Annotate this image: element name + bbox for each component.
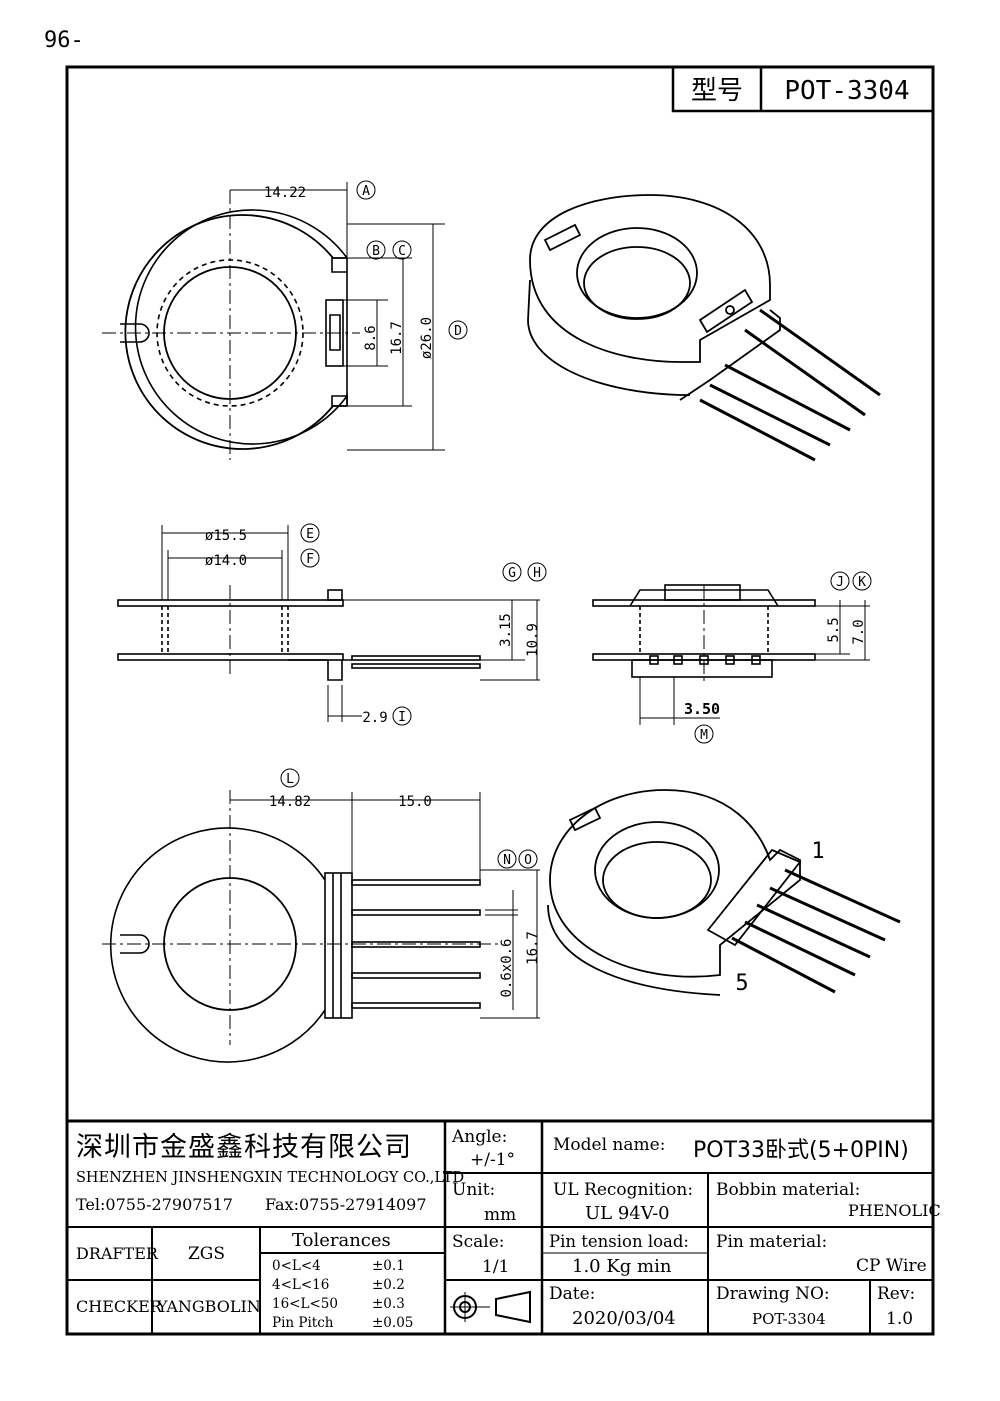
marker-E: E bbox=[300, 523, 320, 543]
svg-text:G: G bbox=[508, 566, 516, 581]
iso-view-top bbox=[527, 194, 881, 462]
pin-label-5: 5 bbox=[735, 971, 748, 996]
svg-text:A: A bbox=[362, 184, 370, 199]
dim-L2: 15.0 bbox=[398, 794, 432, 810]
title-block bbox=[67, 1119, 933, 1334]
drafter-label: DRAFTER bbox=[76, 1244, 158, 1263]
marker-O: O bbox=[518, 849, 538, 869]
dim-O: 16.7 bbox=[525, 931, 541, 965]
company-tel: Tel:0755-27907517 bbox=[76, 1195, 233, 1214]
drawing-no-value: POT-3304 bbox=[752, 1310, 826, 1328]
model-name-label: Model name: bbox=[553, 1135, 666, 1155]
bottom-view bbox=[102, 790, 540, 1063]
svg-text:N: N bbox=[503, 853, 511, 868]
svg-text:D: D bbox=[454, 324, 462, 339]
iso-view-bottom bbox=[547, 789, 901, 996]
svg-text:H: H bbox=[533, 566, 541, 581]
dim-E: ø15.5 bbox=[205, 528, 247, 544]
marker-F: F bbox=[300, 548, 320, 568]
marker-N: N bbox=[497, 849, 517, 869]
date-value: 2020/03/04 bbox=[572, 1308, 676, 1329]
dim-B: 8.6 bbox=[363, 325, 379, 350]
bobbin-label: Bobbin material: bbox=[716, 1180, 861, 1200]
marker-H: H bbox=[527, 562, 547, 582]
dim-J: 5.5 bbox=[826, 617, 842, 642]
title-label: 型号 bbox=[691, 76, 743, 106]
scale-value: 1/1 bbox=[482, 1257, 510, 1277]
circled-markers: A B C D E F G H I J K L M N O bbox=[280, 180, 872, 869]
front-view bbox=[592, 584, 870, 725]
outer-frame bbox=[65, 65, 935, 1336]
dim-H: 10.9 bbox=[525, 623, 541, 657]
svg-text:B: B bbox=[372, 244, 380, 259]
marker-M: M bbox=[694, 724, 714, 744]
company-name-cn: 深圳市金盛鑫科技有限公司 bbox=[76, 1132, 412, 1163]
corner-text: 96- bbox=[44, 28, 84, 53]
drawing-no-label: Drawing NO: bbox=[716, 1284, 830, 1304]
rev-label: Rev: bbox=[877, 1284, 916, 1304]
model-name-value: POT33卧式(5+0PIN) bbox=[693, 1138, 909, 1163]
dim-K: 7.0 bbox=[851, 619, 867, 644]
tolerance-row: 4<L<16±0.2 bbox=[272, 1277, 405, 1293]
tension-value: 1.0 Kg min bbox=[572, 1256, 672, 1277]
marker-C: C bbox=[392, 240, 412, 260]
svg-text:L: L bbox=[286, 772, 294, 787]
pin-label-1: 1 bbox=[811, 839, 824, 864]
marker-G: G bbox=[502, 562, 522, 582]
tolerances-table: 0<L<4±0.1 4<L<16±0.2 16<L<50±0.3 Pin Pit… bbox=[272, 1257, 413, 1333]
bobbin-value: PHENOLIC bbox=[848, 1201, 941, 1220]
title-model: POT-3304 bbox=[784, 76, 909, 106]
svg-text:M: M bbox=[700, 728, 708, 743]
marker-A: A bbox=[356, 180, 376, 200]
marker-B: B bbox=[366, 240, 386, 260]
tolerances-title: Tolerances bbox=[292, 1230, 391, 1251]
angle-label: Angle: bbox=[452, 1127, 508, 1147]
tolerance-row: 16<L<50±0.3 bbox=[272, 1296, 405, 1312]
svg-text:O: O bbox=[524, 853, 532, 868]
drafter-value: ZGS bbox=[188, 1244, 226, 1264]
dim-L1: 14.82 bbox=[269, 794, 311, 810]
ul-label: UL Recognition: bbox=[553, 1180, 694, 1200]
title-box: 型号 POT-3304 bbox=[671, 65, 935, 113]
svg-text:E: E bbox=[306, 527, 314, 542]
tolerance-row: 0<L<4±0.1 bbox=[272, 1258, 405, 1274]
svg-text:I: I bbox=[398, 710, 406, 725]
date-label: Date: bbox=[549, 1284, 596, 1304]
unit-value: mm bbox=[484, 1205, 517, 1225]
pin-material-value: CP Wire bbox=[856, 1256, 927, 1276]
checker-value: YANGBOLIN bbox=[157, 1297, 261, 1316]
dim-I: 2.9 bbox=[362, 710, 387, 726]
scale-label: Scale: bbox=[452, 1232, 505, 1252]
tolerance-row: Pin Pitch±0.05 bbox=[272, 1315, 414, 1331]
dim-M: 3.50 bbox=[684, 700, 720, 718]
dim-A: 14.22 bbox=[264, 185, 306, 201]
svg-text:J: J bbox=[836, 575, 844, 590]
tension-label: Pin tension load: bbox=[549, 1232, 689, 1251]
svg-text:K: K bbox=[858, 575, 866, 590]
svg-text:F: F bbox=[306, 552, 314, 567]
dim-C: 16.7 bbox=[389, 321, 405, 355]
dim-G: 3.15 bbox=[498, 613, 514, 647]
unit-label: Unit: bbox=[452, 1180, 496, 1200]
marker-D: D bbox=[448, 320, 468, 340]
side-view bbox=[117, 525, 540, 722]
top-view bbox=[102, 182, 445, 460]
angle-value: +/-1° bbox=[470, 1150, 516, 1170]
company-fax: Fax:0755-27914097 bbox=[265, 1195, 427, 1214]
marker-I: I bbox=[392, 706, 412, 726]
company-name-en: SHENZHEN JINSHENGXIN TECHNOLOGY CO.,LTD bbox=[76, 1170, 465, 1186]
checker-label: CHECKER bbox=[76, 1297, 162, 1316]
dim-F: ø14.0 bbox=[205, 553, 247, 569]
marker-J: J bbox=[830, 571, 850, 591]
marker-L: L bbox=[280, 768, 300, 788]
dim-D: ø26.0 bbox=[419, 317, 435, 359]
rev-value: 1.0 bbox=[886, 1309, 914, 1329]
ul-value: UL 94V-0 bbox=[585, 1203, 670, 1224]
svg-text:C: C bbox=[398, 244, 406, 259]
pin-material-label: Pin material: bbox=[716, 1232, 828, 1252]
marker-K: K bbox=[852, 571, 872, 591]
dim-N: 0.6x0.6 bbox=[499, 938, 515, 997]
